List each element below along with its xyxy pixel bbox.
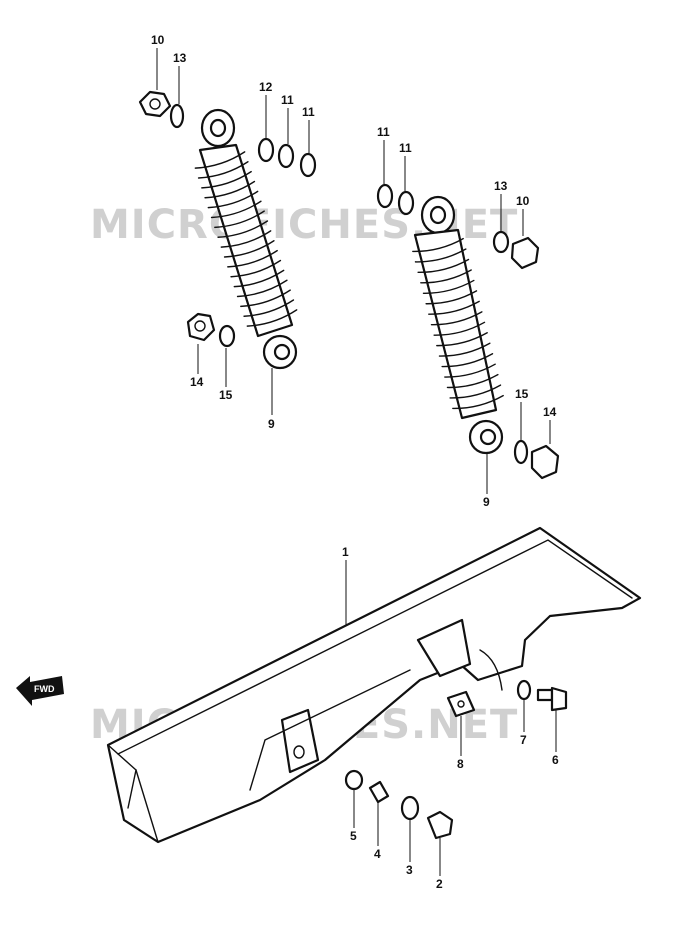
callout-2: 2	[436, 877, 443, 891]
callout-15-right: 15	[515, 387, 529, 401]
spring-coil	[207, 190, 259, 209]
spring-coil	[414, 248, 467, 263]
callout-6: 6	[552, 753, 559, 767]
spring-coil	[430, 311, 483, 326]
spring-coil	[412, 237, 464, 253]
spring-coil	[210, 200, 262, 219]
callout-3: 3	[406, 863, 413, 877]
callout-8: 8	[457, 757, 464, 771]
forward-arrow-icon: FWD	[16, 676, 64, 706]
spring-coil	[223, 240, 275, 258]
bolt-6	[536, 686, 568, 712]
washer-11-b	[299, 152, 317, 178]
washer-11-d	[397, 190, 415, 216]
callout-9-right: 9	[483, 495, 490, 509]
washer-7	[516, 679, 532, 701]
spring-coil	[422, 279, 475, 294]
washer-15-left	[218, 324, 236, 348]
shock-absorber-right	[412, 195, 504, 455]
cap-nut-14-left	[186, 312, 216, 342]
cap-nut-10-right	[510, 236, 540, 270]
callouts: 10 13 12 11 11 11 11 13 10 14 15 9 15 14…	[151, 33, 559, 891]
washer-15-right	[513, 439, 529, 465]
callout-11-b: 11	[302, 105, 315, 119]
washer-11-a	[277, 143, 295, 169]
callout-1: 1	[342, 545, 349, 559]
spring-coil	[227, 249, 278, 268]
callout-14-left: 14	[190, 375, 204, 389]
spring-coil	[428, 300, 480, 315]
washer-11-c	[376, 183, 394, 209]
callout-13-left: 13	[173, 51, 187, 65]
callout-10-left: 10	[151, 33, 165, 47]
callout-11-a: 11	[281, 93, 294, 107]
callout-7: 7	[520, 733, 527, 747]
spring-coil	[417, 258, 470, 274]
spring-coil	[436, 332, 488, 347]
collar-4	[368, 780, 390, 804]
spring-coil	[425, 290, 478, 305]
clip-8	[446, 690, 476, 718]
spring-coil	[438, 342, 491, 357]
callout-12: 12	[259, 80, 273, 94]
callout-15-left: 15	[219, 388, 233, 402]
spring-coil	[444, 363, 496, 378]
washer-12	[257, 137, 275, 163]
spring-coil	[240, 289, 291, 308]
forward-label: FWD	[34, 684, 55, 694]
washer-13-right	[492, 230, 510, 254]
spring-coil	[194, 151, 246, 169]
shock-absorber-left	[194, 108, 298, 370]
cap-nut-14-right	[530, 444, 560, 480]
spring-coil	[201, 170, 252, 189]
spring-coil	[204, 180, 256, 199]
washer-3	[400, 795, 420, 821]
callout-10-right: 10	[516, 194, 530, 208]
spring-coil	[243, 299, 295, 317]
cap-nut-10-left	[138, 90, 172, 118]
spring-coil	[236, 279, 288, 298]
spring-coil	[420, 269, 472, 284]
callout-13-right: 13	[494, 179, 508, 193]
spring-coil	[230, 259, 282, 278]
spring-coil	[214, 210, 265, 229]
chain-case	[106, 526, 642, 844]
washer-13-left	[169, 103, 185, 129]
spring-coil	[441, 353, 494, 368]
grommet-5	[344, 769, 364, 791]
spring-coil	[217, 220, 269, 238]
callout-14-right: 14	[543, 405, 557, 419]
spring-coil	[246, 309, 298, 327]
spring-coil	[446, 373, 499, 389]
callout-11-d: 11	[399, 141, 412, 155]
spring-coil	[220, 230, 272, 248]
spring-coils-left	[194, 151, 298, 327]
spring-coil	[433, 321, 486, 336]
spring-coils-right	[412, 237, 504, 410]
spring-coil	[233, 269, 285, 288]
spring-coil	[452, 394, 504, 410]
callout-11-c: 11	[377, 125, 390, 139]
callout-9-left: 9	[268, 417, 275, 431]
leader-lines	[156, 48, 557, 876]
callout-5: 5	[350, 829, 357, 843]
bolt-2	[426, 810, 454, 840]
callout-4: 4	[374, 847, 381, 861]
spring-coil	[197, 161, 249, 179]
spring-coil	[449, 384, 502, 399]
